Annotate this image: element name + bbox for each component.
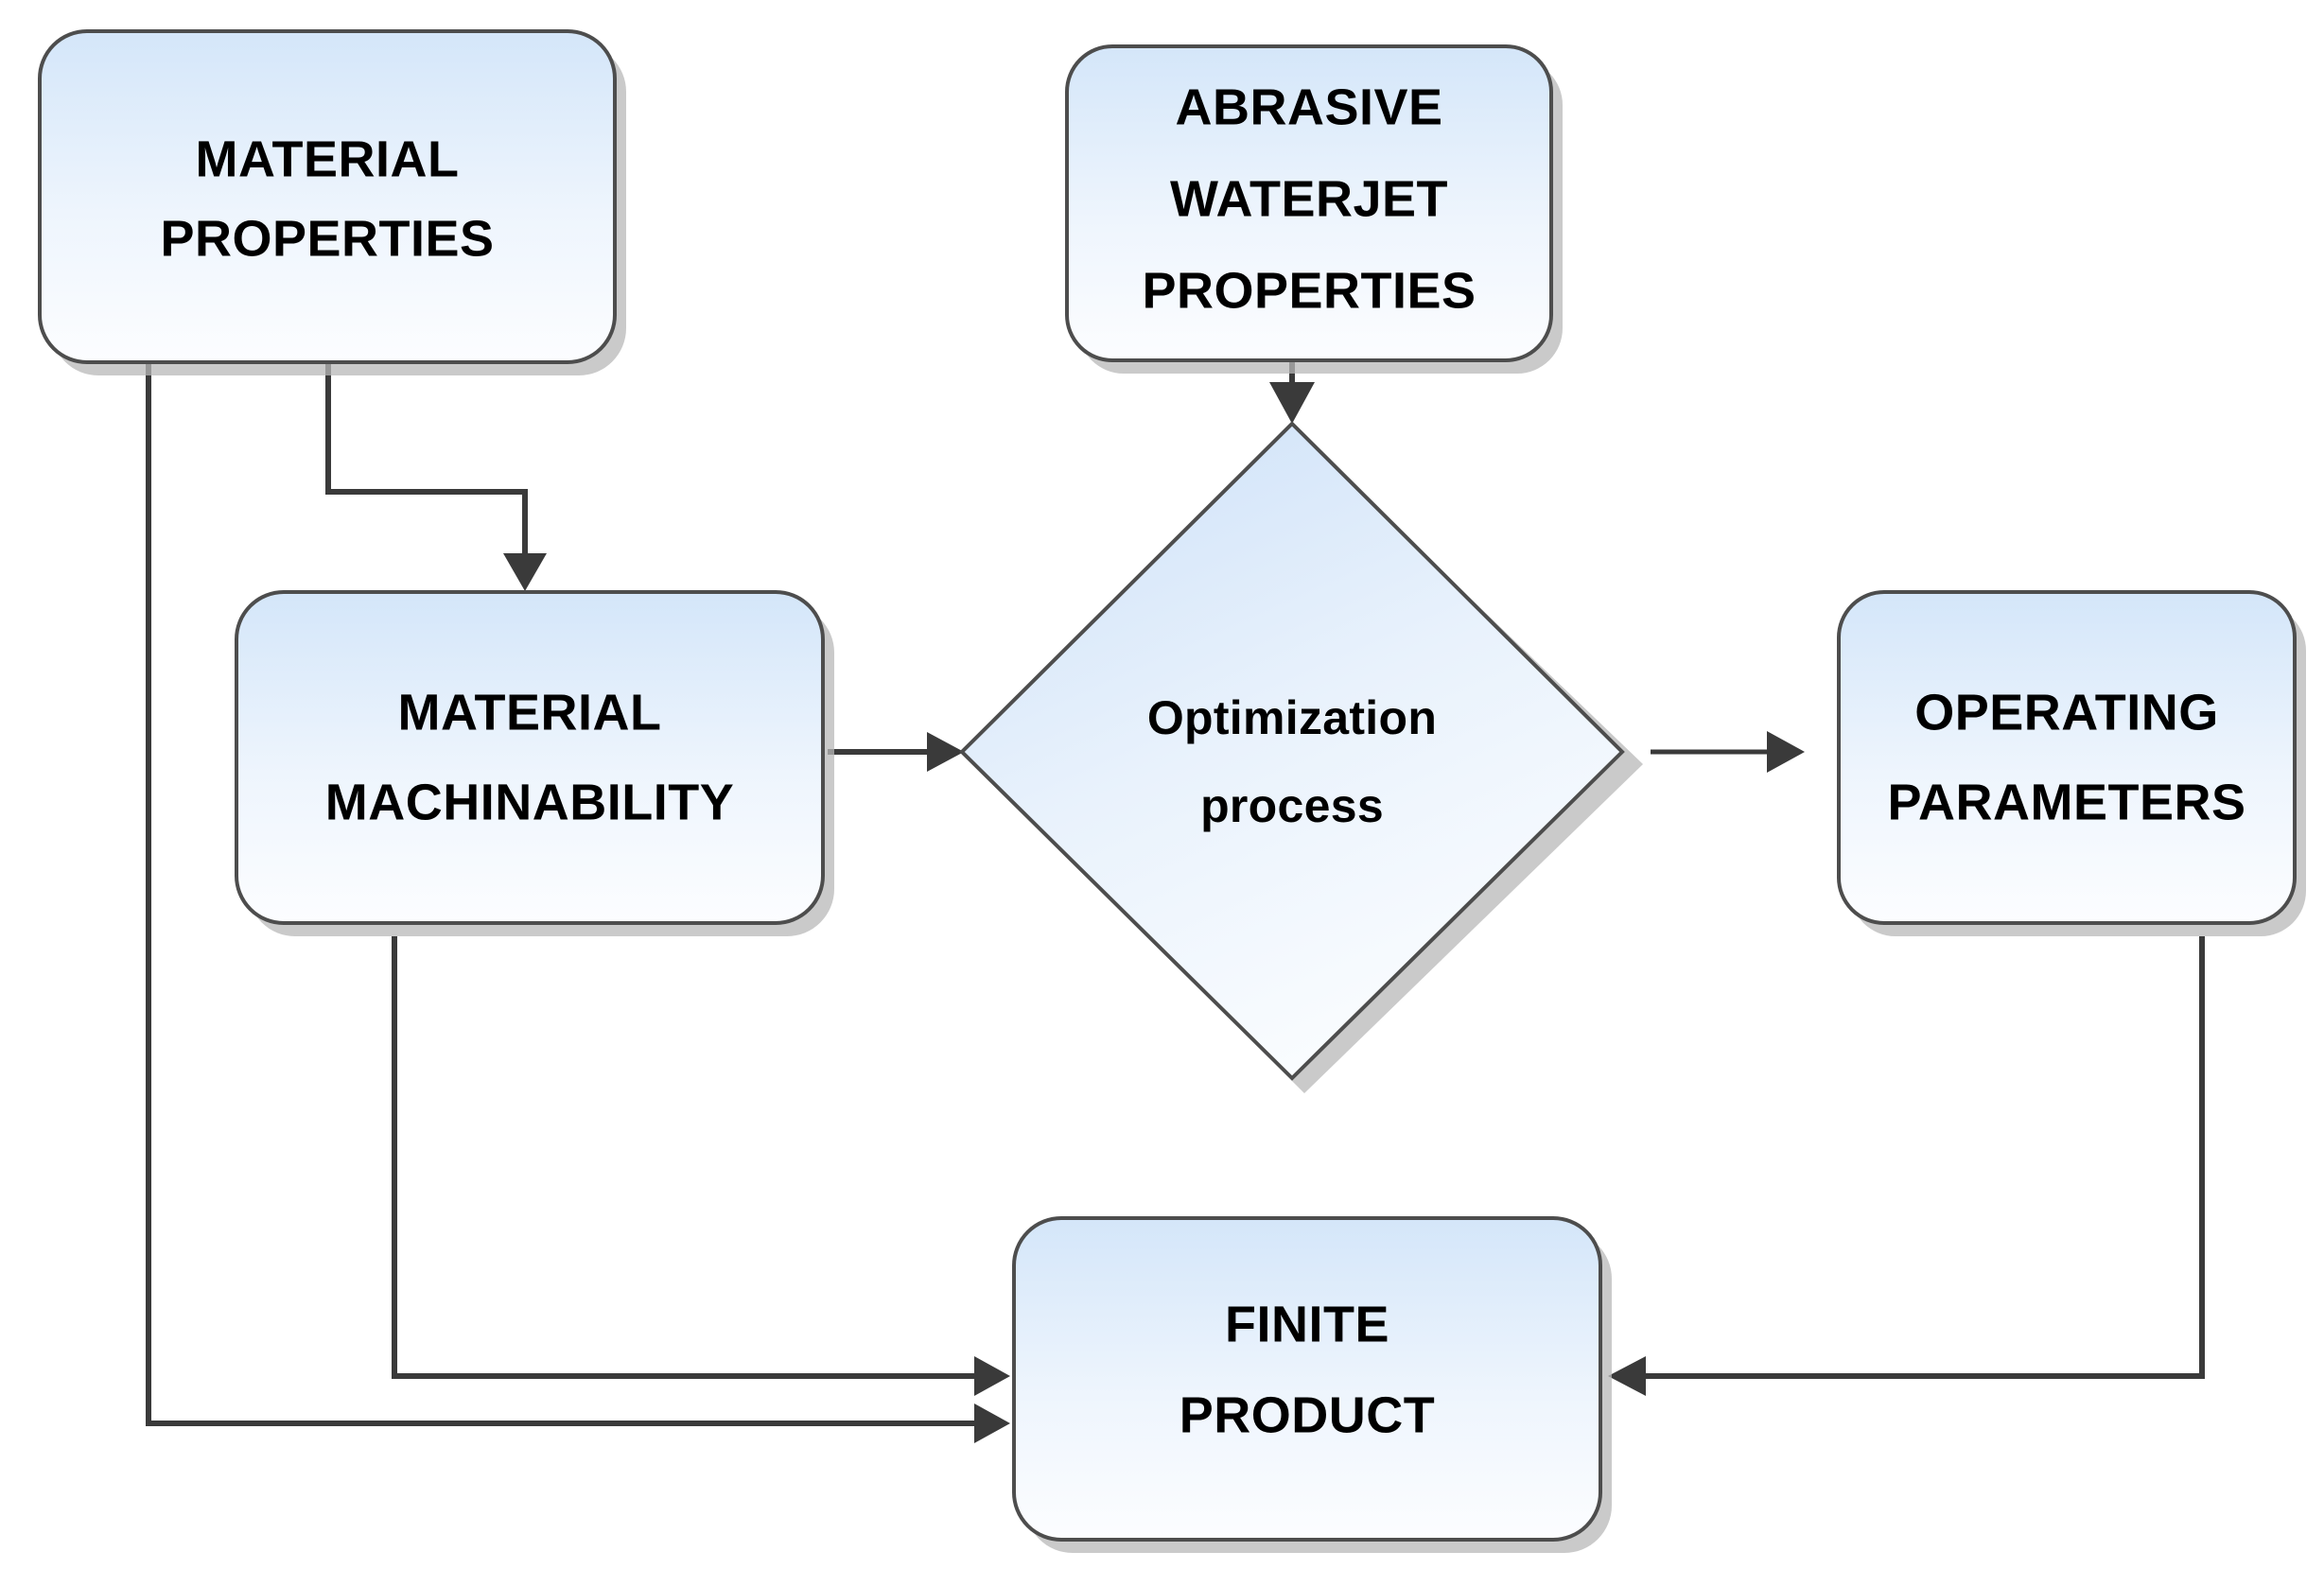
material-machinability-line2: MACHINABILITY (325, 774, 734, 830)
finite-product-line1: FINITE (1225, 1296, 1389, 1352)
node-abrasive-waterjet-properties[interactable]: ABRASIVE WATERJET PROPERTIES (1065, 44, 1563, 374)
edge-material-properties-to-finite-product (146, 364, 1010, 1443)
material-properties-line2: PROPERTIES (160, 210, 494, 267)
material-properties-line1: MATERIAL (196, 131, 460, 187)
operating-parameters-line2: PARAMETERS (1887, 774, 2245, 830)
node-material-properties[interactable]: MATERIAL PROPERTIES (38, 29, 626, 375)
edge-material-properties-to-machinability (325, 364, 547, 591)
abrasive-waterjet-properties-line2: WATERJET (1170, 170, 1448, 227)
finite-product-line2: PRODUCT (1179, 1386, 1436, 1443)
edge-optimization-to-operating-parameters (1651, 731, 1805, 773)
abrasive-waterjet-properties-line3: PROPERTIES (1142, 262, 1476, 319)
edge-machinability-to-optimization (828, 732, 964, 772)
edge-operating-parameters-to-finite-product (1608, 936, 2205, 1396)
node-finite-product[interactable]: FINITE PRODUCT (1012, 1216, 1612, 1553)
abrasive-waterjet-properties-line1: ABRASIVE (1175, 78, 1442, 135)
optimization-process-line1: Optimization (1147, 691, 1437, 744)
node-optimization-process[interactable]: Optimization process (959, 421, 1643, 1093)
material-machinability-line1: MATERIAL (398, 684, 662, 741)
edge-machinability-to-finite-product (392, 936, 1010, 1396)
operating-parameters-line1: OPERATING (1914, 684, 2219, 741)
node-material-machinability[interactable]: MATERIAL MACHINABILITY (235, 590, 834, 936)
optimization-process-line2: process (1200, 779, 1384, 832)
node-operating-parameters[interactable]: OPERATING PARAMETERS (1837, 590, 2306, 936)
